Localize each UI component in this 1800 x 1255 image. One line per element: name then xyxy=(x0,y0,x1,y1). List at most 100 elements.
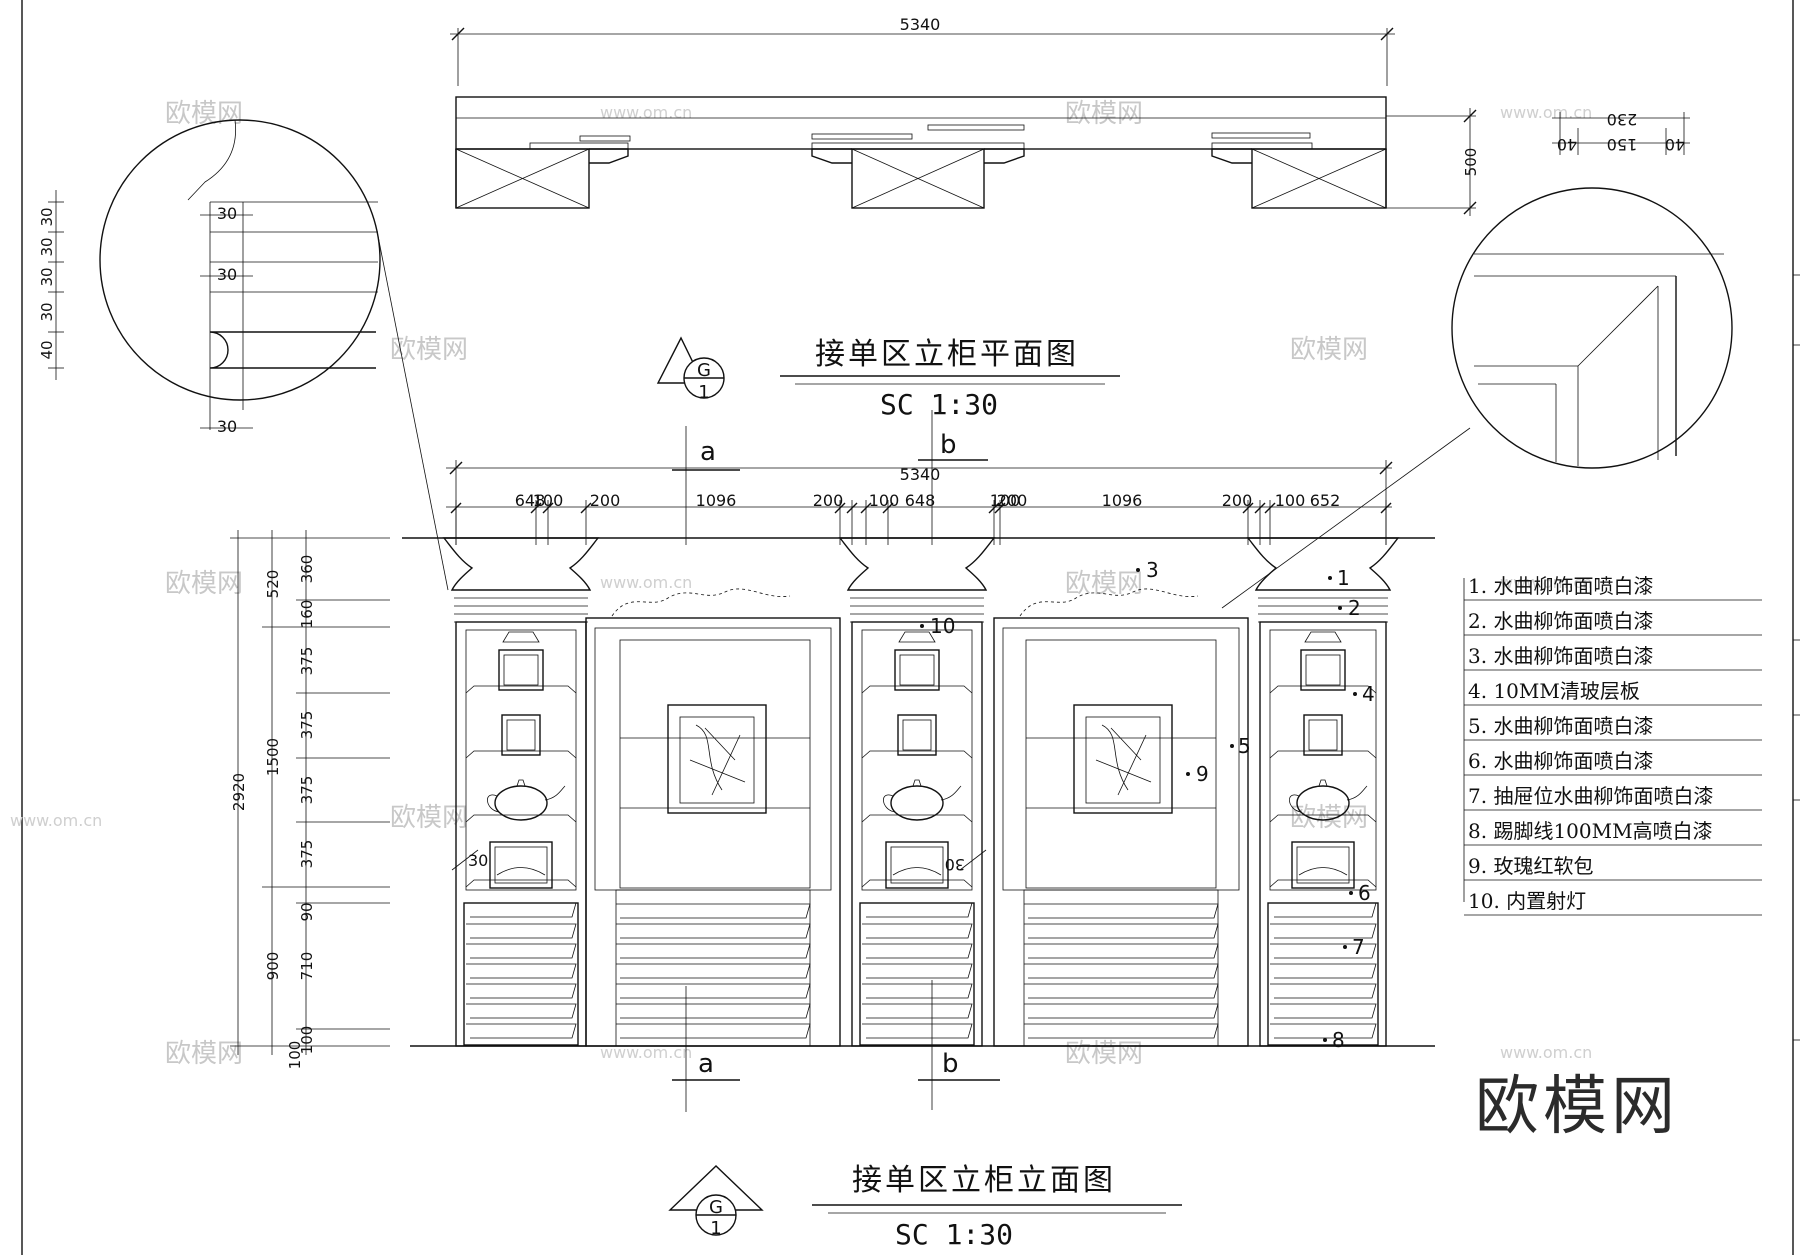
legend-item: 6. 水曲柳饰面喷白漆 xyxy=(1468,749,1653,773)
svg-text:10: 10 xyxy=(930,614,955,638)
svg-text:40: 40 xyxy=(38,340,56,359)
svg-text:欧模网: 欧模网 xyxy=(165,569,243,599)
elevation-view: a b a b 5340 648 100 200 1096 xyxy=(230,410,1435,1251)
elevation-callouts: 1 2 3 4 5 6 7 8 9 10 xyxy=(920,558,1375,1052)
column-right xyxy=(1246,537,1400,1047)
watermarks: 欧模网 www.om.cn 欧模网 www.om.cn 欧模网 欧模网 欧模网 … xyxy=(10,99,1592,1069)
elevation-title: 接单区立柜立面图 xyxy=(852,1163,1116,1198)
plan-scale: SC 1:30 xyxy=(880,388,998,421)
svg-text:1096: 1096 xyxy=(696,491,737,510)
svg-text:100: 100 xyxy=(533,491,564,510)
svg-text:www.om.cn: www.om.cn xyxy=(600,1043,692,1062)
svg-text:648: 648 xyxy=(515,491,546,510)
plan-depth-dimension: 500 xyxy=(1386,108,1480,216)
detail-left-horizontal-dims: 30 30 30 xyxy=(200,204,253,436)
legend-item: 4. 10MM清玻层板 xyxy=(1468,679,1640,703)
svg-text:100: 100 xyxy=(298,1026,316,1055)
svg-text:230: 230 xyxy=(1607,110,1638,129)
svg-text:欧模网: 欧模网 xyxy=(1065,1039,1143,1069)
svg-text:www.om.cn: www.om.cn xyxy=(1500,573,1592,592)
svg-text:欧模网: 欧模网 xyxy=(390,335,468,365)
legend-item: 10. 内置射灯 xyxy=(1468,889,1586,913)
svg-text:360: 360 xyxy=(298,555,316,584)
svg-text:www.om.cn: www.om.cn xyxy=(10,811,102,830)
svg-text:www.om.cn: www.om.cn xyxy=(600,573,692,592)
detail-circle-right xyxy=(1221,187,1733,609)
svg-text:5340: 5340 xyxy=(900,15,941,34)
detail-circle-left: 30 30 30 30 30 30 30 40 xyxy=(38,119,449,591)
elevation-title-block: G 1 接单区立柜立面图 SC 1:30 xyxy=(668,1163,1182,1251)
svg-text:200: 200 xyxy=(1222,491,1253,510)
svg-text:5: 5 xyxy=(1238,734,1251,758)
svg-text:520: 520 xyxy=(264,570,282,599)
elevation-segment-dimensions: 648 100 200 1096 200 100 648 100 200 109… xyxy=(446,491,1392,545)
svg-text:欧模网: 欧模网 xyxy=(1290,803,1368,833)
svg-text:150: 150 xyxy=(1607,135,1638,154)
svg-text:90: 90 xyxy=(298,902,316,921)
svg-text:5340: 5340 xyxy=(900,465,941,484)
svg-text:200: 200 xyxy=(590,491,621,510)
svg-text:2: 2 xyxy=(1348,596,1361,620)
legend-item: 1. 水曲柳饰面喷白漆 xyxy=(1468,574,1653,598)
column-center xyxy=(838,537,996,1047)
svg-text:30: 30 xyxy=(38,207,56,226)
svg-text:1: 1 xyxy=(1337,566,1350,590)
svg-text:欧模网: 欧模网 xyxy=(165,1039,243,1069)
elevation-drawers xyxy=(616,903,1219,1039)
column-left xyxy=(442,537,600,1047)
svg-text:欧模网: 欧模网 xyxy=(390,803,468,833)
svg-text:160: 160 xyxy=(298,600,316,629)
plan-title: 接单区立柜平面图 xyxy=(815,337,1079,372)
plan-section-dimension: 230 40 150 40 xyxy=(1552,110,1690,155)
svg-text:9: 9 xyxy=(1196,762,1209,786)
svg-text:200: 200 xyxy=(813,491,844,510)
svg-text:6: 6 xyxy=(1358,881,1371,905)
svg-text:30: 30 xyxy=(217,417,237,436)
plan-cabinet-left xyxy=(455,135,631,209)
plan-view: 5340 xyxy=(450,15,1690,421)
legend-item: 5. 水曲柳饰面喷白漆 xyxy=(1468,714,1653,738)
svg-text:500: 500 xyxy=(1462,148,1480,177)
svg-text:30: 30 xyxy=(38,267,56,286)
elevation-left-dimensions: 2920 100 520 1500 900 360 160 375 375 37… xyxy=(230,530,390,1069)
svg-text:1500: 1500 xyxy=(264,738,282,776)
svg-text:652: 652 xyxy=(1310,491,1341,510)
svg-text:100: 100 xyxy=(869,491,900,510)
svg-text:www.om.cn: www.om.cn xyxy=(1500,103,1592,122)
svg-text:欧模网: 欧模网 xyxy=(1065,569,1143,599)
svg-text:欧模网: 欧模网 xyxy=(1065,99,1143,129)
svg-text:100: 100 xyxy=(990,491,1021,510)
title-block-ticks xyxy=(1793,274,1800,1041)
svg-text:www.om.cn: www.om.cn xyxy=(1500,1043,1592,1062)
svg-text:30: 30 xyxy=(217,265,237,284)
svg-text:8: 8 xyxy=(1332,1028,1345,1052)
svg-text:40: 40 xyxy=(1557,135,1577,154)
svg-text:375: 375 xyxy=(298,647,316,676)
svg-text:375: 375 xyxy=(298,711,316,740)
svg-text:www.om.cn: www.om.cn xyxy=(600,103,692,122)
svg-text:1096: 1096 xyxy=(1102,491,1143,510)
svg-text:30: 30 xyxy=(468,851,488,870)
svg-text:b: b xyxy=(942,1049,959,1079)
svg-text:30: 30 xyxy=(38,302,56,321)
legend-item: 2. 水曲柳饰面喷白漆 xyxy=(1468,609,1653,633)
plan-cabinet-right xyxy=(1211,132,1387,209)
legend-item: 8. 踢脚线100MM高喷白漆 xyxy=(1468,819,1713,843)
legend-item: 7. 抽屉位水曲柳饰面喷白漆 xyxy=(1468,784,1713,808)
svg-text:648: 648 xyxy=(905,491,936,510)
svg-text:200: 200 xyxy=(997,491,1028,510)
elevation-panel-left xyxy=(585,588,841,1047)
plan-symbol-number: 1 xyxy=(698,382,709,403)
elevation-symbol-letter: G xyxy=(709,1197,723,1218)
svg-text:900: 900 xyxy=(264,952,282,981)
elevation-inline-dims: 30 30 xyxy=(451,849,987,874)
elevation-symbol-number: 1 xyxy=(710,1218,721,1239)
svg-text:欧模网: 欧模网 xyxy=(1290,335,1368,365)
svg-text:30: 30 xyxy=(945,855,965,874)
svg-text:4: 4 xyxy=(1362,682,1375,706)
svg-text:30: 30 xyxy=(38,237,56,256)
svg-text:b: b xyxy=(940,430,957,460)
svg-text:100: 100 xyxy=(1275,491,1306,510)
